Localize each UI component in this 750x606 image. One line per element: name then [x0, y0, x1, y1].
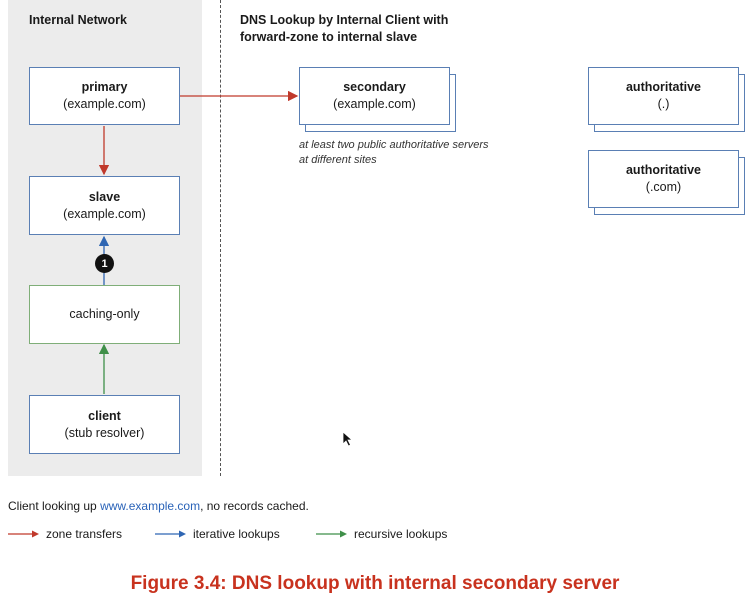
slave-zone: (example.com)	[63, 206, 146, 221]
authoritative-root-node: authoritative (.)	[588, 67, 739, 125]
lookup-caption: Client looking up www.example.com, no re…	[8, 499, 309, 513]
mouse-cursor-icon	[342, 431, 354, 447]
green-arrow-icon	[316, 530, 347, 538]
legend-iterative-lookups: iterative lookups	[155, 526, 280, 542]
secondary-zone: (example.com)	[333, 97, 416, 111]
step-one-badge: 1	[95, 254, 114, 273]
network-divider	[220, 0, 221, 476]
auth-com-name: authoritative	[625, 163, 701, 177]
primary-zone: (example.com)	[63, 97, 146, 111]
legend-zone-label: zone transfers	[46, 527, 123, 541]
caption-domain-link[interactable]: www.example.com	[100, 499, 201, 513]
secondary-server-node: secondary (example.com)	[299, 67, 450, 125]
blue-arrow-icon	[155, 530, 186, 538]
legend-recursive-label: recursive lookups	[354, 527, 448, 541]
slave-server-node: slave (example.com)	[29, 176, 180, 235]
caching-name: caching-only	[69, 307, 140, 321]
secondary-name: secondary	[343, 80, 406, 94]
panel-title: Internal Network	[29, 13, 127, 27]
connector-arrows	[98, 90, 299, 394]
client-node: client (stub resolver)	[29, 395, 180, 454]
secondary-note: at least two public authoritative server…	[299, 139, 489, 166]
legend-iterative-label: iterative lookups	[193, 527, 280, 541]
legend-zone-transfers: zone transfers	[8, 526, 122, 542]
red-arrow-icon	[8, 530, 39, 538]
primary-server-node: primary (example.com)	[29, 67, 180, 125]
client-name: client	[88, 408, 121, 423]
diagram-heading: DNS Lookup by Internal Client with forwa…	[240, 13, 449, 44]
auth-root-zone: (.)	[657, 97, 670, 111]
slave-name: slave	[88, 189, 121, 204]
caption-prefix: Client looking up	[8, 499, 101, 513]
client-sub: (stub resolver)	[64, 425, 145, 440]
authoritative-com-node: authoritative (.com)	[588, 150, 739, 208]
figure-title: Figure 3.4: DNS lookup with internal sec…	[130, 573, 620, 594]
caption-suffix: , no records cached.	[200, 499, 309, 513]
auth-root-name: authoritative	[625, 80, 701, 94]
primary-name: primary	[81, 80, 128, 94]
auth-com-zone: (.com)	[645, 180, 682, 194]
legend-recursive-lookups: recursive lookups	[316, 526, 447, 542]
caching-only-node: caching-only	[29, 285, 180, 344]
